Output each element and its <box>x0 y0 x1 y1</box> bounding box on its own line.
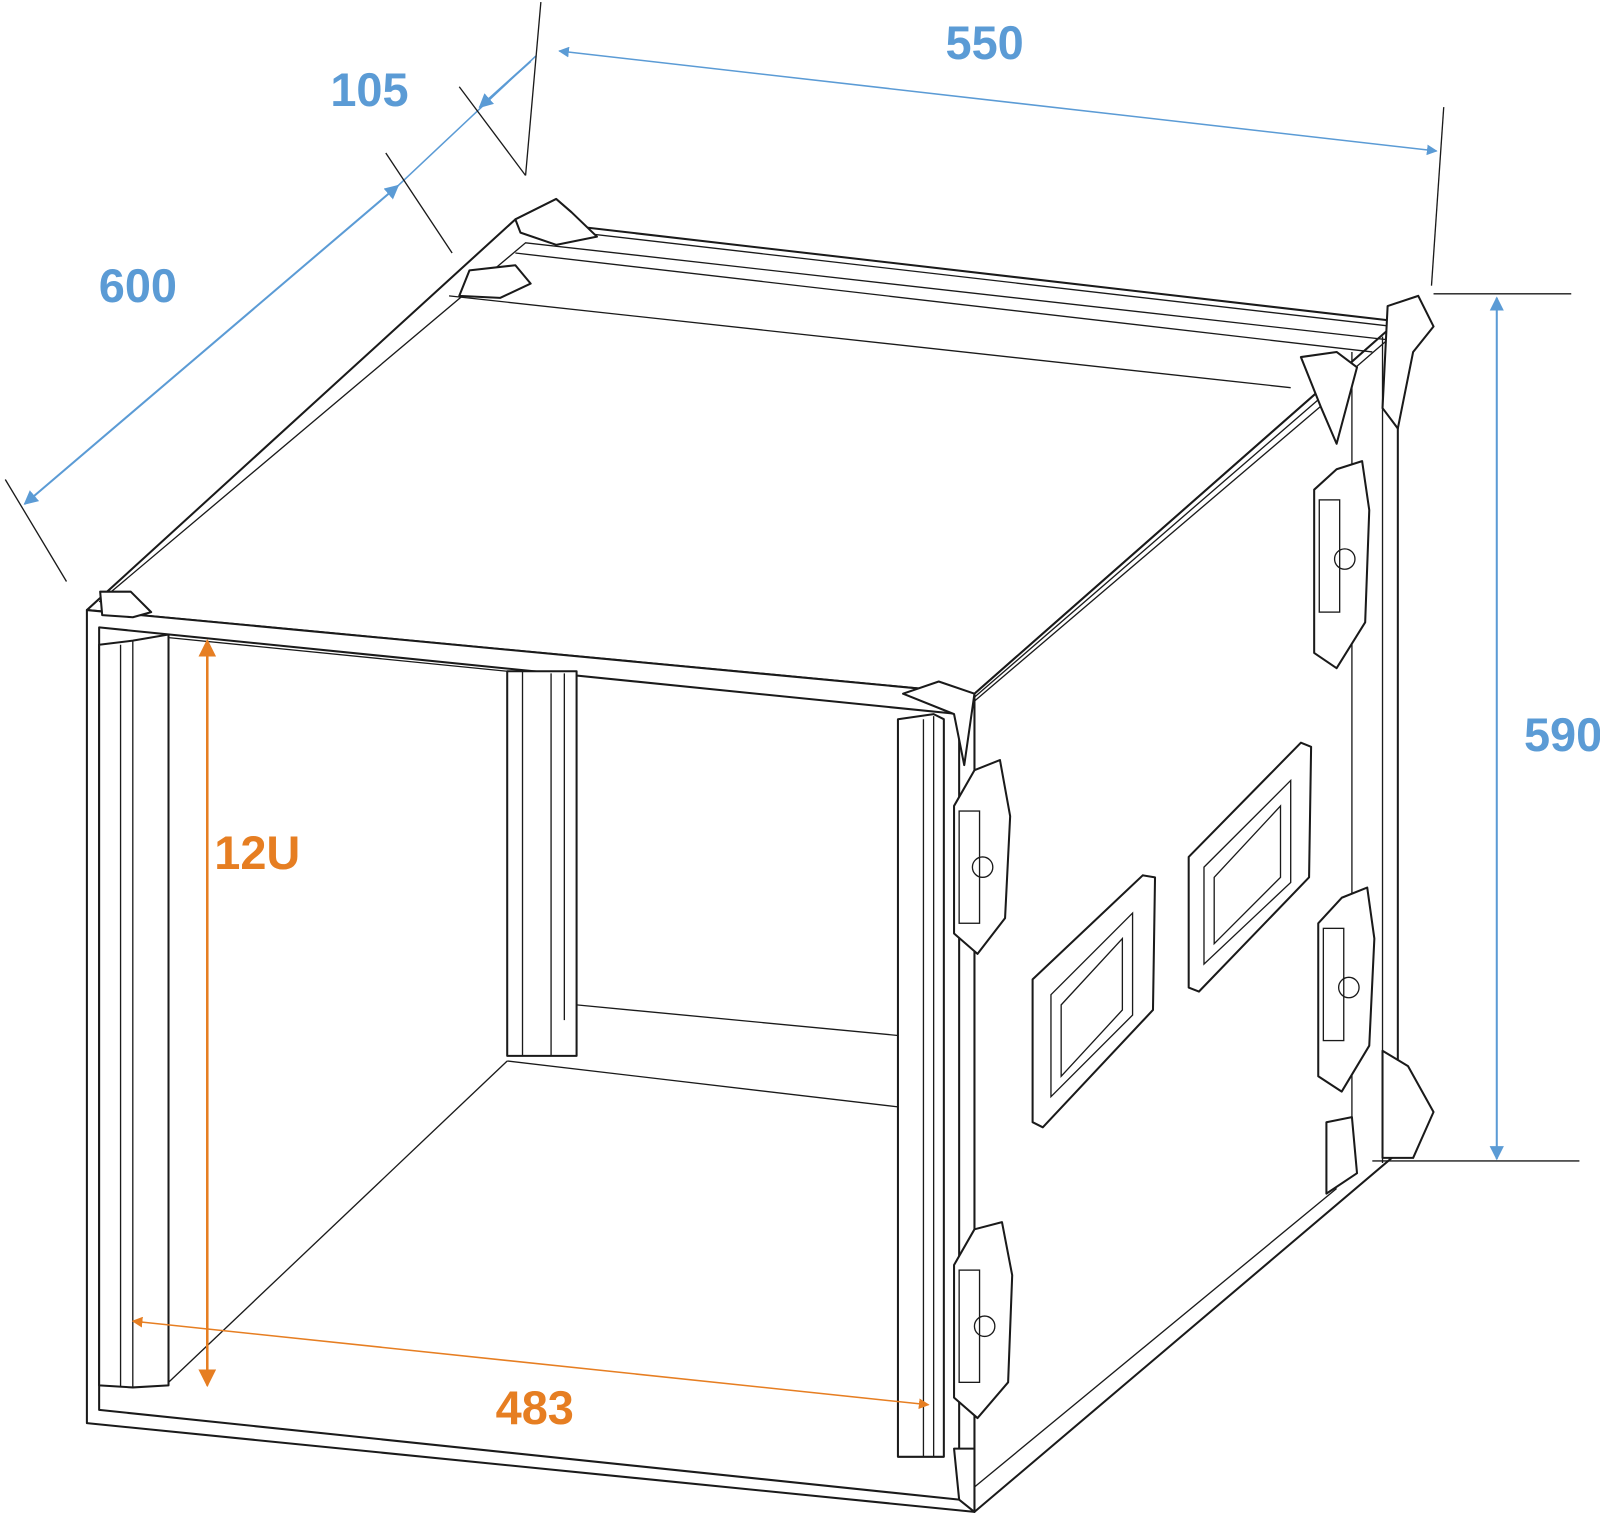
height-label: 590 <box>1524 709 1600 761</box>
rack-units-label: 12U <box>214 827 300 879</box>
case-body <box>85 197 1435 1513</box>
latch-rear-lower <box>1317 886 1376 1093</box>
depth-label: 600 <box>99 260 177 312</box>
width-dimension-line <box>558 46 1438 156</box>
front-right-rack-rail <box>896 713 945 1458</box>
rack-width-label: 483 <box>496 1382 574 1434</box>
rack-width-dimension-line <box>131 1316 930 1410</box>
dimension-lines-blue <box>23 46 1504 1161</box>
lid-depth-label: 105 <box>330 64 408 116</box>
side-handle-right <box>1187 741 1313 993</box>
side-handle-left <box>1031 874 1157 1129</box>
depth-dimension-line <box>23 184 400 505</box>
width-label: 550 <box>946 17 1024 69</box>
front-left-rack-rail <box>98 633 170 1389</box>
extension-lines <box>4 1 1580 1162</box>
latch-front-lower <box>953 1221 1014 1420</box>
latch-front-upper <box>953 759 1012 955</box>
latch-rear-upper <box>1313 460 1371 670</box>
interior-floor-edge <box>507 1060 899 1108</box>
rear-rack-rail <box>506 670 578 1057</box>
dimension-lines-orange <box>131 638 930 1410</box>
corner-brackets <box>99 197 1435 1513</box>
